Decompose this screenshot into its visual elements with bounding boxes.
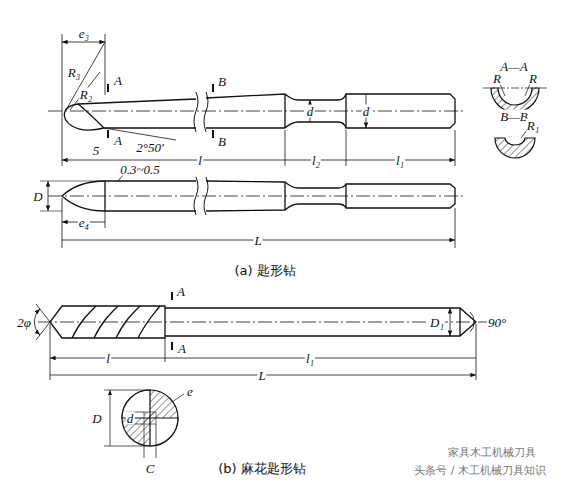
angle-label: 2φ bbox=[16, 316, 32, 329]
side-view-dimensions bbox=[48, 34, 465, 166]
figure-caption: (b) 麻花匙形钻 bbox=[217, 462, 307, 475]
dimension-label: 5 bbox=[92, 144, 101, 157]
dimension-label: l₁ bbox=[305, 352, 315, 365]
angle-label: 90° bbox=[487, 316, 507, 329]
dimension-label: D bbox=[91, 412, 102, 425]
radius-label: R₃ bbox=[67, 66, 81, 79]
section-mark: A bbox=[113, 134, 123, 147]
section-mark: A bbox=[177, 342, 187, 355]
dimension-label: C bbox=[145, 462, 156, 475]
dimension-label: D₁ bbox=[429, 316, 445, 329]
radius-label: R₂ bbox=[79, 88, 93, 101]
dimension-label: e₃ bbox=[78, 27, 90, 40]
twist-drill-section bbox=[104, 390, 184, 458]
dimension-label: l bbox=[105, 352, 111, 365]
section-mark: B bbox=[217, 135, 227, 148]
figure-caption: (a) 匙形钻 bbox=[233, 264, 296, 277]
watermark: 头条号 / 木工机械刀具知识 bbox=[413, 465, 547, 476]
dimension-label: l bbox=[197, 154, 203, 167]
radius-label: R₁ bbox=[526, 119, 540, 132]
section-mark: A bbox=[113, 74, 123, 87]
dimension-label: d bbox=[362, 105, 371, 118]
watermark: 家具木工机械刀具 bbox=[447, 447, 537, 458]
dimension-label: L bbox=[253, 234, 262, 247]
dimension-label: 0.3~0.5 bbox=[119, 163, 161, 176]
dimension-label: d bbox=[306, 105, 315, 118]
twist-drill-dimensions bbox=[34, 292, 490, 380]
dimension-label: e₄ bbox=[78, 216, 90, 229]
spoon-drill-side-view bbox=[64, 92, 455, 132]
section-mark: B bbox=[217, 75, 227, 88]
angle-label: 2°50′ bbox=[135, 141, 165, 154]
plan-view-dimensions bbox=[40, 174, 465, 248]
dimension-label: D bbox=[32, 190, 43, 203]
section-title: A—A bbox=[499, 60, 528, 73]
dimension-label: l₂ bbox=[311, 154, 321, 167]
section-mark: A bbox=[176, 285, 186, 298]
section-views-a bbox=[483, 84, 547, 158]
dimension-label: L bbox=[257, 369, 266, 382]
section-title: B—B bbox=[499, 110, 528, 123]
dimension-label: e bbox=[186, 385, 194, 398]
radius-label: R bbox=[528, 72, 538, 85]
dimension-label: d bbox=[126, 412, 135, 425]
radius-label: R bbox=[492, 72, 502, 85]
dimension-label: l₁ bbox=[395, 154, 405, 167]
